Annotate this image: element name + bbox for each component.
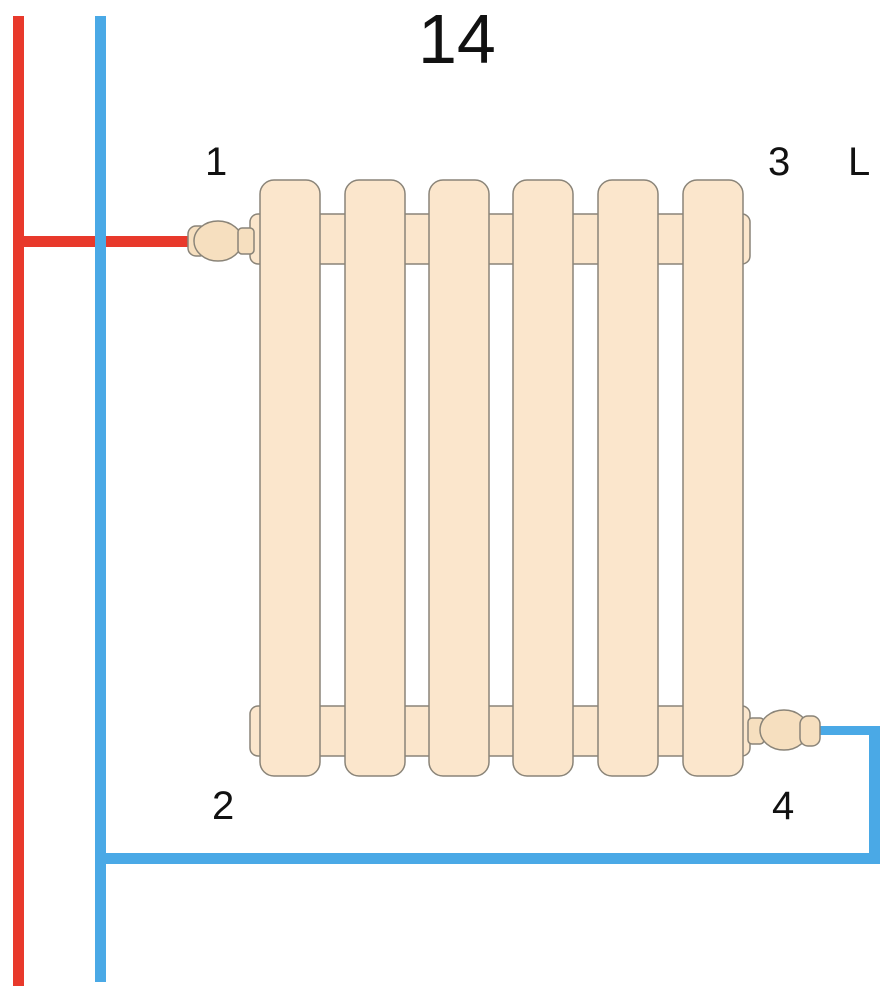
radiator-section bbox=[682, 179, 744, 777]
return-bottom-run bbox=[100, 853, 880, 864]
radiator-section bbox=[259, 179, 321, 777]
radiator-section bbox=[428, 179, 490, 777]
radiator-top-manifold bbox=[249, 213, 751, 265]
return-riser bbox=[95, 16, 106, 982]
connection-label-2: 2 bbox=[212, 784, 235, 828]
side-label: L bbox=[848, 140, 871, 184]
radiator-section bbox=[597, 179, 659, 777]
radiator-bottom-manifold bbox=[249, 705, 751, 757]
return-pipe bbox=[95, 16, 880, 982]
connection-label-3: 3 bbox=[768, 140, 791, 184]
supply-valve bbox=[187, 220, 255, 262]
supply-riser bbox=[13, 16, 24, 986]
return-branch bbox=[812, 726, 880, 735]
radiator bbox=[249, 179, 751, 777]
radiator-section bbox=[512, 179, 574, 777]
radiator-section bbox=[344, 179, 406, 777]
diagram-number: 14 bbox=[418, 0, 496, 78]
return-vertical-run bbox=[869, 726, 880, 864]
connection-label-4: 4 bbox=[772, 784, 795, 828]
return-valve bbox=[747, 709, 821, 751]
connection-label-1: 1 bbox=[205, 140, 228, 184]
